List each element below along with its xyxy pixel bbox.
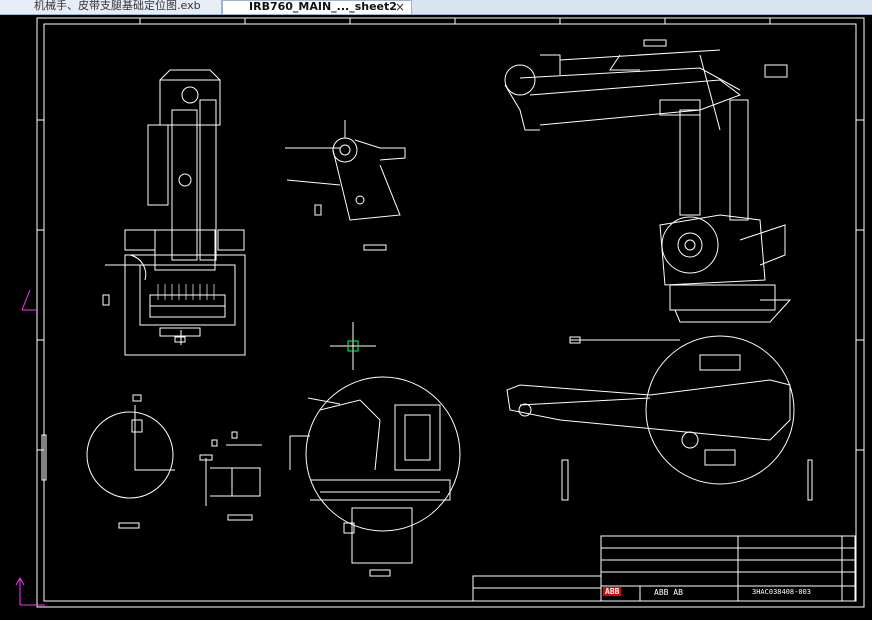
- company-name: ABB AB: [654, 588, 683, 597]
- close-tab-icon[interactable]: ×: [394, 0, 405, 14]
- zone-ticks: [37, 18, 864, 451]
- detail-circle-left: [86, 394, 175, 529]
- robot-side-view: [504, 39, 792, 323]
- robot-top-view: [506, 335, 813, 501]
- document-tab-bar: 机械手、皮带支腿基础定位图.exb IRB760_MAIN_..._sheet2…: [0, 0, 872, 15]
- tab-label: 机械手、皮带支腿基础定位图.exb: [34, 0, 201, 12]
- robot-front-view: [102, 69, 246, 356]
- title-block: [472, 535, 856, 602]
- cad-drawing: [15, 17, 865, 608]
- tab-inactive[interactable]: 机械手、皮带支腿基础定位图.exb: [0, 0, 222, 14]
- section-detail: [41, 431, 262, 521]
- tab-label: IRB760_MAIN_..._sheet2: [249, 0, 397, 13]
- link-detail-view: [285, 120, 406, 251]
- abb-logo: ABB: [603, 587, 622, 596]
- drawing-number: 3HAC038408-003: [752, 588, 812, 596]
- sheet-inner-border: [43, 23, 857, 602]
- tab-active[interactable]: IRB760_MAIN_..._sheet2 ×: [222, 0, 412, 14]
- ucs-axis-icon: [15, 576, 45, 606]
- drawing-canvas[interactable]: ABB AB 3HAC038408-003 ABB: [0, 15, 872, 620]
- detail-circle-center: [289, 376, 461, 577]
- crosshair-cursor-icon: [330, 322, 376, 370]
- axis-marker: [21, 289, 38, 311]
- sheet-outer-border: [36, 17, 865, 608]
